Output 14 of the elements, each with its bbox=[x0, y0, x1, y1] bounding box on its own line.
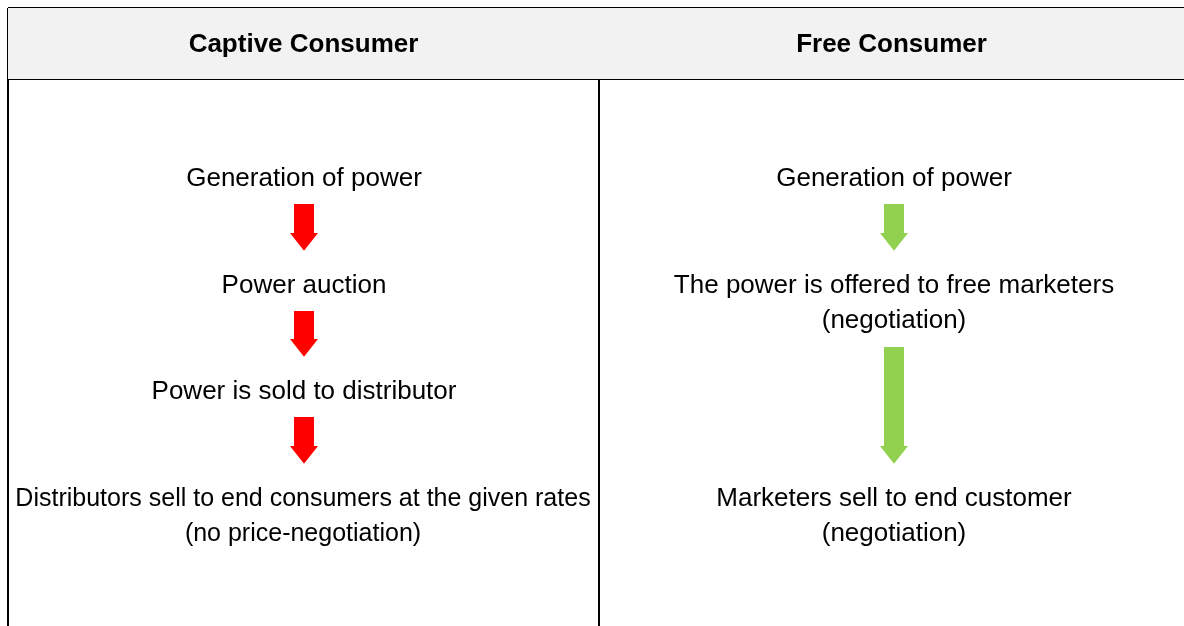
block-arrow bbox=[880, 347, 908, 464]
block-arrow bbox=[880, 204, 908, 251]
column-header-cell: Captive Consumer bbox=[8, 8, 599, 79]
step-text: Generation of power bbox=[775, 161, 1013, 194]
block-arrow bbox=[290, 311, 318, 357]
step-text: Power auction bbox=[220, 268, 388, 301]
block-arrow bbox=[290, 417, 318, 464]
block-arrow bbox=[290, 204, 318, 251]
step-text: Generation of power bbox=[185, 161, 423, 194]
step-text: The power is offered to free marketers (negotiation) bbox=[672, 268, 1116, 336]
step-text: Power is sold to distributor bbox=[150, 374, 458, 407]
step-text: Distributors sell to end consumers at the given rates (no price-negotiation) bbox=[14, 482, 592, 548]
step-text: Marketers sell to end customer (negotiation) bbox=[715, 481, 1073, 549]
column-header-cell: Free Consumer bbox=[599, 8, 1184, 79]
